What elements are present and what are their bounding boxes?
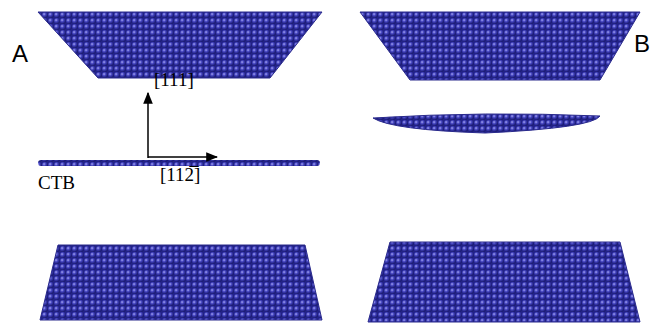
upper-grain: [38, 12, 322, 78]
twin-lens: [373, 114, 600, 133]
direction-label: [112̅]: [160, 165, 200, 184]
panel-letter: A: [12, 42, 28, 66]
axis-arrow: [148, 156, 217, 158]
panel-letter: B: [634, 32, 650, 56]
axis-arrow: [147, 93, 149, 158]
lower-grain: [368, 242, 640, 322]
upper-grain: [360, 12, 640, 80]
boundary-label: CTB: [38, 173, 75, 192]
lower-grain: [40, 245, 322, 320]
direction-label: [111]: [154, 70, 194, 89]
